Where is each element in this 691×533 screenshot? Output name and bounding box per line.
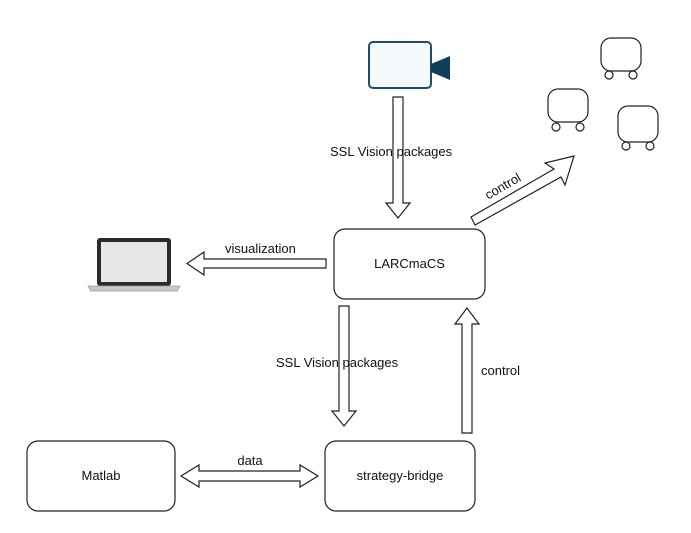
edge-label-camera-to-larcmacs: SSL Vision packages [330, 144, 453, 159]
arrow-larcmacs-to-robots [470, 155, 575, 226]
arrow-larcmacs-to-bridge [330, 305, 358, 427]
laptop-icon [87, 238, 181, 292]
arrow-bridge-to-larcmacs [453, 307, 481, 434]
edge-label-bridge-to-larcmacs: control [481, 363, 520, 378]
node-strategy-bridge-label: strategy-bridge [357, 468, 444, 483]
robot-icon [600, 37, 642, 80]
arrow-camera-to-larcmacs [384, 96, 412, 219]
node-larcmacs: LARCmaCS [333, 228, 486, 300]
edge-label-larcmacs-to-laptop: visualization [225, 241, 296, 256]
node-matlab-label: Matlab [81, 468, 120, 483]
arrow-larcmacs-to-laptop [185, 250, 327, 277]
edge-label-matlab-bridge: data [237, 453, 263, 468]
node-matlab: Matlab [26, 440, 176, 512]
node-strategy-bridge: strategy-bridge [324, 440, 476, 512]
camera-icon [368, 41, 450, 89]
node-larcmacs-label: LARCmaCS [374, 256, 445, 271]
arrow-matlab-bridge [179, 463, 320, 489]
robot-icon [547, 88, 589, 132]
robot-icon [617, 105, 659, 151]
edge-label-larcmacs-to-bridge: SSL Vision packages [276, 355, 399, 370]
